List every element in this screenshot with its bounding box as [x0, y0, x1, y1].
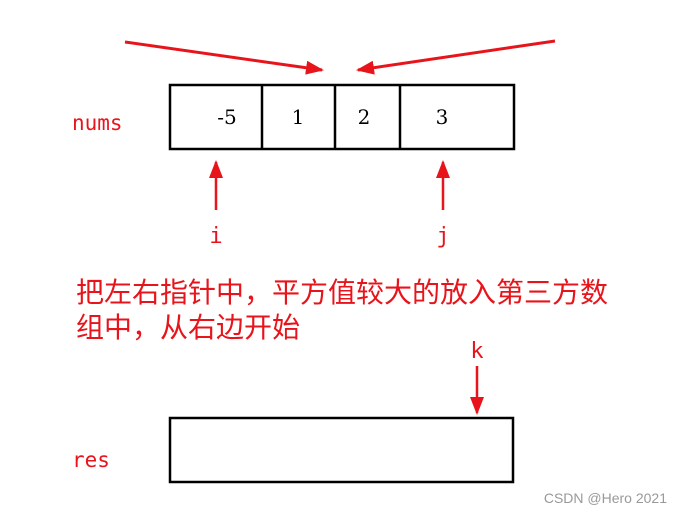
nums-cell-3: 3	[436, 105, 449, 129]
nums-array: -5 1 2 3	[168, 83, 516, 151]
res-label: res	[72, 448, 110, 472]
left-top-arrow	[124, 40, 324, 75]
nums-array-box	[168, 83, 516, 151]
nums-cell-1: 1	[292, 105, 305, 129]
caption-line-2: 组中，从右边开始	[76, 311, 300, 344]
pointer-j-label: j	[436, 224, 449, 249]
right-top-arrow	[356, 39, 556, 75]
pointer-i-label: i	[209, 224, 222, 249]
res-array-box	[168, 416, 515, 484]
watermark: CSDN @Hero 2021	[544, 490, 667, 506]
nums-cell-0: -5	[217, 105, 236, 129]
nums-label: nums	[72, 111, 123, 135]
pointer-k-label: k	[470, 339, 483, 364]
caption-line-1: 把左右指针中，平方值较大的放入第三方数	[76, 276, 608, 309]
nums-cell-2: 2	[358, 105, 371, 129]
